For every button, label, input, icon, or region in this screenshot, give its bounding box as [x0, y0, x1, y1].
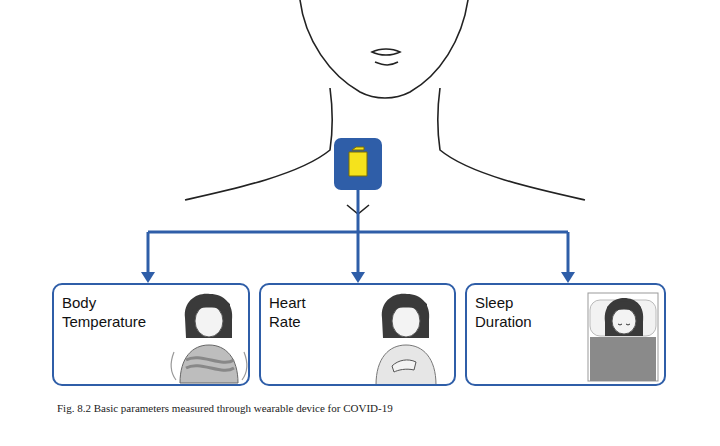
connector-lines [148, 190, 568, 275]
box-label: Body Temperature [62, 293, 146, 331]
head-outline [185, 0, 585, 226]
figure-caption: Fig. 8.2 Basic parameters measured throu… [57, 402, 393, 414]
sleeping-woman [588, 293, 658, 381]
parameter-box: Heart Rate [259, 283, 456, 386]
wearable-device [334, 138, 382, 190]
box-label: Heart Rate [269, 293, 306, 331]
woman-hand-on-chest [376, 294, 436, 385]
parameter-box: Sleep Duration [465, 283, 666, 386]
arrowheads [141, 272, 575, 283]
shivering-woman [171, 294, 247, 383]
parameter-box: Body Temperature [52, 283, 250, 386]
box-label: Sleep Duration [475, 293, 532, 331]
